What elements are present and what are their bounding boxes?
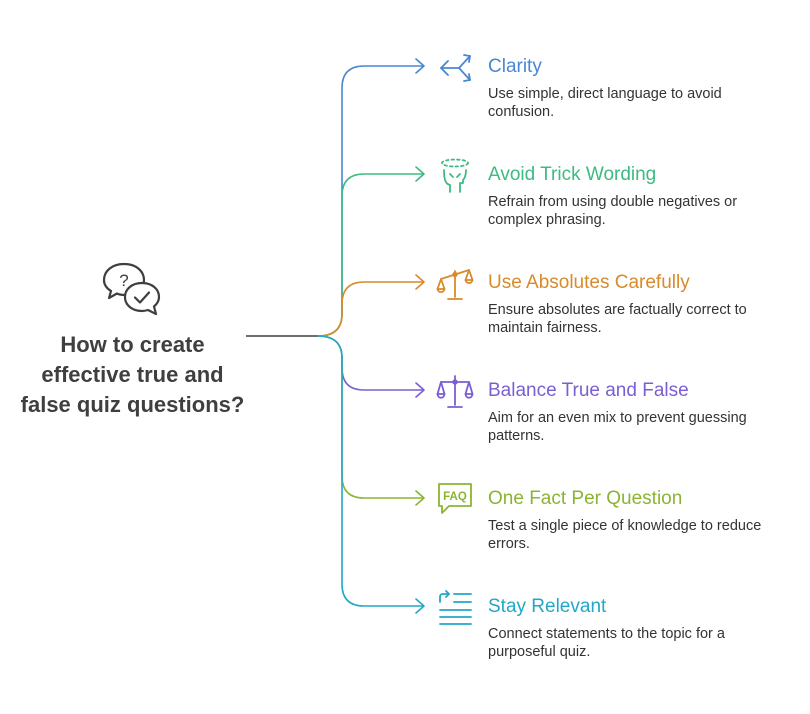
branch-connector-line bbox=[317, 335, 424, 499]
branch-arrowhead bbox=[415, 490, 425, 506]
branch-description: Aim for an even mix to prevent guessing … bbox=[488, 410, 747, 444]
branch-use-absolutes-carefully: Use Absolutes Carefully Ensure absolutes… bbox=[436, 269, 796, 371]
branch-title: Use Absolutes Carefully bbox=[488, 272, 690, 293]
branch-stay-relevant: Stay Relevant Connect statements to the … bbox=[436, 590, 796, 695]
branch-arrowhead bbox=[415, 274, 425, 290]
branch-description: Refrain from using double negatives or c… bbox=[488, 194, 738, 228]
branch-description: Connect statements to the topic for a pu… bbox=[488, 626, 725, 660]
branch-one-fact-per-question: FAQ One Fact Per Question Test a single … bbox=[436, 483, 796, 587]
branch-arrowhead bbox=[415, 598, 425, 614]
branch-connector-line bbox=[317, 335, 424, 391]
branch-connector-line bbox=[317, 173, 424, 337]
branch-clarity: Clarity Use simple, direct language to a… bbox=[436, 54, 796, 155]
branch-title: Stay Relevant bbox=[488, 596, 607, 617]
tilted-scale-icon bbox=[436, 269, 474, 300]
svg-text:FAQ: FAQ bbox=[443, 491, 467, 503]
branch-title: Clarity bbox=[488, 56, 542, 77]
branch-description: Test a single piece of knowledge to redu… bbox=[488, 518, 762, 552]
root-question-title: How to create effective true and false q… bbox=[20, 332, 245, 417]
svg-text:?: ? bbox=[119, 271, 128, 290]
branch-avoid-trick-wording: Avoid Trick Wording Refrain from using d… bbox=[436, 158, 796, 263]
branch-arrowhead bbox=[415, 166, 425, 182]
branch-arrowhead bbox=[415, 382, 425, 398]
list-arrow-icon bbox=[439, 590, 472, 625]
branch-title: One Fact Per Question bbox=[488, 488, 683, 509]
branch-title: Balance True and False bbox=[488, 380, 689, 401]
head-thinking-icon bbox=[441, 158, 469, 193]
branch-balance-true-and-false: Balance True and False Aim for an even m… bbox=[436, 375, 796, 479]
branch-title: Avoid Trick Wording bbox=[488, 164, 657, 185]
branch-connector-line bbox=[317, 281, 424, 337]
faq-bubble-icon: FAQ bbox=[438, 483, 472, 514]
branch-connector-line bbox=[317, 65, 424, 337]
direction-arrows-icon bbox=[440, 54, 471, 82]
branch-arrowhead bbox=[415, 58, 425, 74]
question-answer-chat-icon: ? bbox=[102, 262, 161, 316]
balance-scale-icon bbox=[436, 375, 474, 408]
branch-description: Use simple, direct language to avoid con… bbox=[488, 86, 722, 120]
branch-connector-line bbox=[317, 335, 424, 607]
branch-description: Ensure absolutes are factually correct t… bbox=[488, 302, 747, 336]
